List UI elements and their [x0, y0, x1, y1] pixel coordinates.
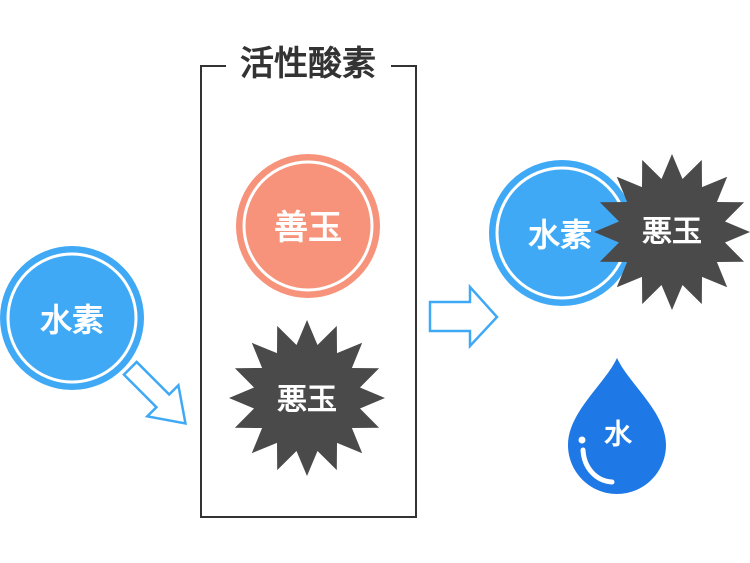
- left-hydrogen-label: 水素: [40, 301, 104, 339]
- water-drop-dot: [578, 436, 586, 444]
- good-active-ring: [242, 160, 374, 292]
- result-hydrogen-label: 水素: [528, 216, 592, 254]
- active-oxygen-bracket: 活性酸素: [200, 44, 417, 518]
- bad-active-oxygen: 悪玉: [229, 320, 385, 476]
- left-hydrogen-ring: [6, 252, 138, 384]
- bad-active-label: 悪玉: [277, 383, 337, 418]
- bracket-frame-left: [200, 65, 417, 518]
- water-drop-highlight: [580, 447, 615, 485]
- bad-active-starburst: [229, 320, 385, 476]
- good-active-oxygen: 善玉: [236, 154, 380, 298]
- water-droplet: 水: [568, 358, 666, 494]
- result-hydrogen-circle: [489, 160, 635, 306]
- water-drop-icon: [568, 358, 666, 494]
- left-hydrogen-molecule: 水素: [0, 246, 144, 390]
- right-arrow-icon: [428, 283, 499, 350]
- left-hydrogen-circle: [0, 246, 144, 390]
- good-active-label: 善玉: [274, 208, 342, 248]
- result-bad-starburst: [594, 154, 750, 310]
- result-bad-label: 悪玉: [642, 215, 702, 250]
- bracket-title: 活性酸素: [240, 44, 376, 84]
- good-active-circle: [236, 154, 380, 298]
- water-label: 水: [604, 418, 633, 451]
- result-bad-active-oxygen: 悪玉: [594, 154, 750, 310]
- diagonal-arrow-icon: [122, 360, 188, 426]
